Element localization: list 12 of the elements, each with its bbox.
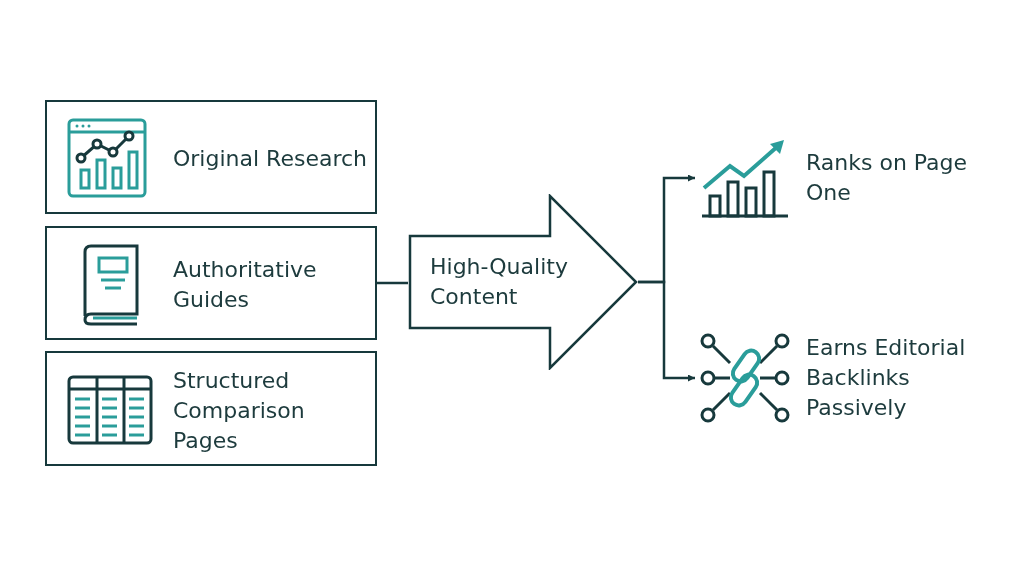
node-text: Earns Editorial Backlinks Passively (806, 334, 967, 422)
arrow (638, 280, 695, 382)
node-text: Ranks on Page One (806, 149, 969, 207)
node-text: High-Quality Content (430, 253, 569, 311)
node-text: Structured Comparison Pages (173, 366, 306, 455)
process-box (45, 226, 377, 340)
connector-line (377, 281, 408, 285)
process-box (45, 351, 377, 466)
node-text: Authoritative Guides (173, 256, 318, 314)
block-arrow-shape (408, 194, 638, 370)
node-text: Original Research (173, 145, 368, 173)
process-box (45, 100, 377, 214)
